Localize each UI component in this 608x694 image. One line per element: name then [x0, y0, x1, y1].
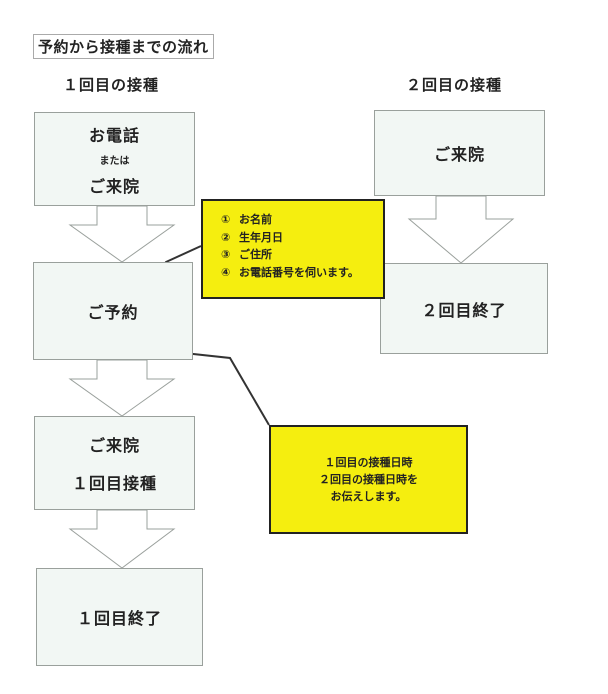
first-contact-line2: または	[99, 155, 130, 167]
schedule-info-note: １回目の接種日時 ２回目の接種日時を お伝えします。	[269, 425, 468, 534]
first-visit-line2: １回目接種	[71, 474, 157, 493]
arrow-down-1	[68, 205, 176, 263]
first-visit-box: ご来院 １回目接種	[34, 416, 195, 510]
schedule-line3: お伝えします。	[330, 490, 407, 503]
reservation-box: ご予約	[33, 262, 193, 360]
first-complete-box: １回目終了	[36, 568, 203, 666]
arrow-down-2	[68, 359, 176, 417]
first-contact-box: お電話 または ご来院	[34, 112, 195, 206]
second-visit-box: ご来院	[374, 110, 545, 196]
connector-line-2	[183, 352, 270, 426]
arrow-down-4	[407, 195, 515, 264]
first-visit-line1: ご来院	[88, 436, 140, 455]
reservation-label: ご予約	[87, 303, 139, 322]
second-visit-label: ご来院	[433, 145, 485, 164]
first-contact-line1: お電話	[88, 125, 140, 145]
second-dose-heading: ２回目の接種	[406, 76, 503, 94]
second-complete-box: ２回目終了	[380, 263, 548, 354]
page-title: 予約から接種までの流れ	[33, 34, 214, 59]
second-complete-label: ２回目終了	[421, 300, 507, 320]
arrow-down-3	[68, 509, 176, 569]
first-dose-heading: １回目の接種	[63, 76, 160, 94]
first-contact-line3: ご来院	[88, 176, 140, 196]
first-complete-label: １回目終了	[76, 609, 162, 628]
schedule-line1: １回目の接種日時	[324, 456, 413, 469]
schedule-line2: ２回目の接種日時を	[319, 473, 418, 486]
